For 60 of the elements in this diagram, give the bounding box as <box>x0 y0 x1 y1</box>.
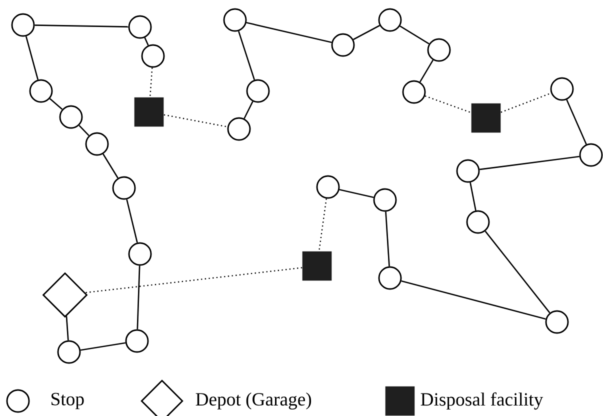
stop-circle <box>59 105 83 129</box>
route-line <box>470 182 476 211</box>
stop-circle <box>331 33 355 57</box>
stop-circle <box>128 15 152 39</box>
stop-circle <box>402 80 426 104</box>
route-line <box>102 154 118 178</box>
route-line <box>400 26 430 44</box>
route-line <box>480 156 580 170</box>
route-line <box>385 212 390 266</box>
route-line <box>244 101 254 119</box>
route-line <box>238 30 256 80</box>
route-line <box>49 98 63 110</box>
stop-circle <box>246 79 270 103</box>
stop-circle <box>85 132 109 156</box>
disposal-square <box>134 97 164 127</box>
route-line <box>144 37 149 46</box>
legend-label: Disposal facility <box>420 392 544 410</box>
route-line <box>25 36 39 80</box>
dotted-line <box>318 198 327 252</box>
route-line <box>566 99 587 145</box>
stop-circle <box>141 44 165 68</box>
stop-circle <box>316 175 340 199</box>
dotted-line <box>424 95 472 114</box>
dotted-line <box>149 68 153 98</box>
route-line <box>353 24 380 40</box>
dotted-line <box>85 267 302 294</box>
route-line <box>339 188 374 198</box>
route-line <box>34 24 128 28</box>
stop-circle <box>466 210 490 234</box>
dotted-line <box>164 114 228 128</box>
route-line <box>246 22 332 43</box>
route-line <box>419 60 434 82</box>
stop-circle <box>29 79 53 103</box>
route-line <box>66 316 69 340</box>
stop-circle <box>550 77 574 101</box>
stop-circle <box>378 266 402 290</box>
stop-circle <box>11 13 35 37</box>
route-line <box>126 199 138 243</box>
stop-circle <box>125 329 149 353</box>
stop-circle <box>427 38 451 62</box>
stop-circle <box>373 188 397 212</box>
legend-label: Depot (Garage) <box>196 392 312 410</box>
stop-circle <box>579 143 603 167</box>
stop-circle <box>223 8 247 32</box>
route-line <box>80 342 126 351</box>
dotted-line <box>500 92 552 113</box>
legend-label: Stop <box>52 392 84 410</box>
disposal-square <box>471 103 501 133</box>
stop-circle <box>128 242 152 266</box>
route-line <box>136 266 140 330</box>
stop-circle <box>227 117 251 141</box>
disposal-square <box>302 251 332 281</box>
stop-circle <box>378 8 402 32</box>
stop-circle <box>456 159 480 183</box>
stop-circle <box>57 340 81 364</box>
stop-circle <box>112 176 136 200</box>
stop-circle <box>545 310 569 334</box>
route-line <box>78 124 90 136</box>
route-line <box>401 280 546 320</box>
route-line <box>484 230 550 314</box>
